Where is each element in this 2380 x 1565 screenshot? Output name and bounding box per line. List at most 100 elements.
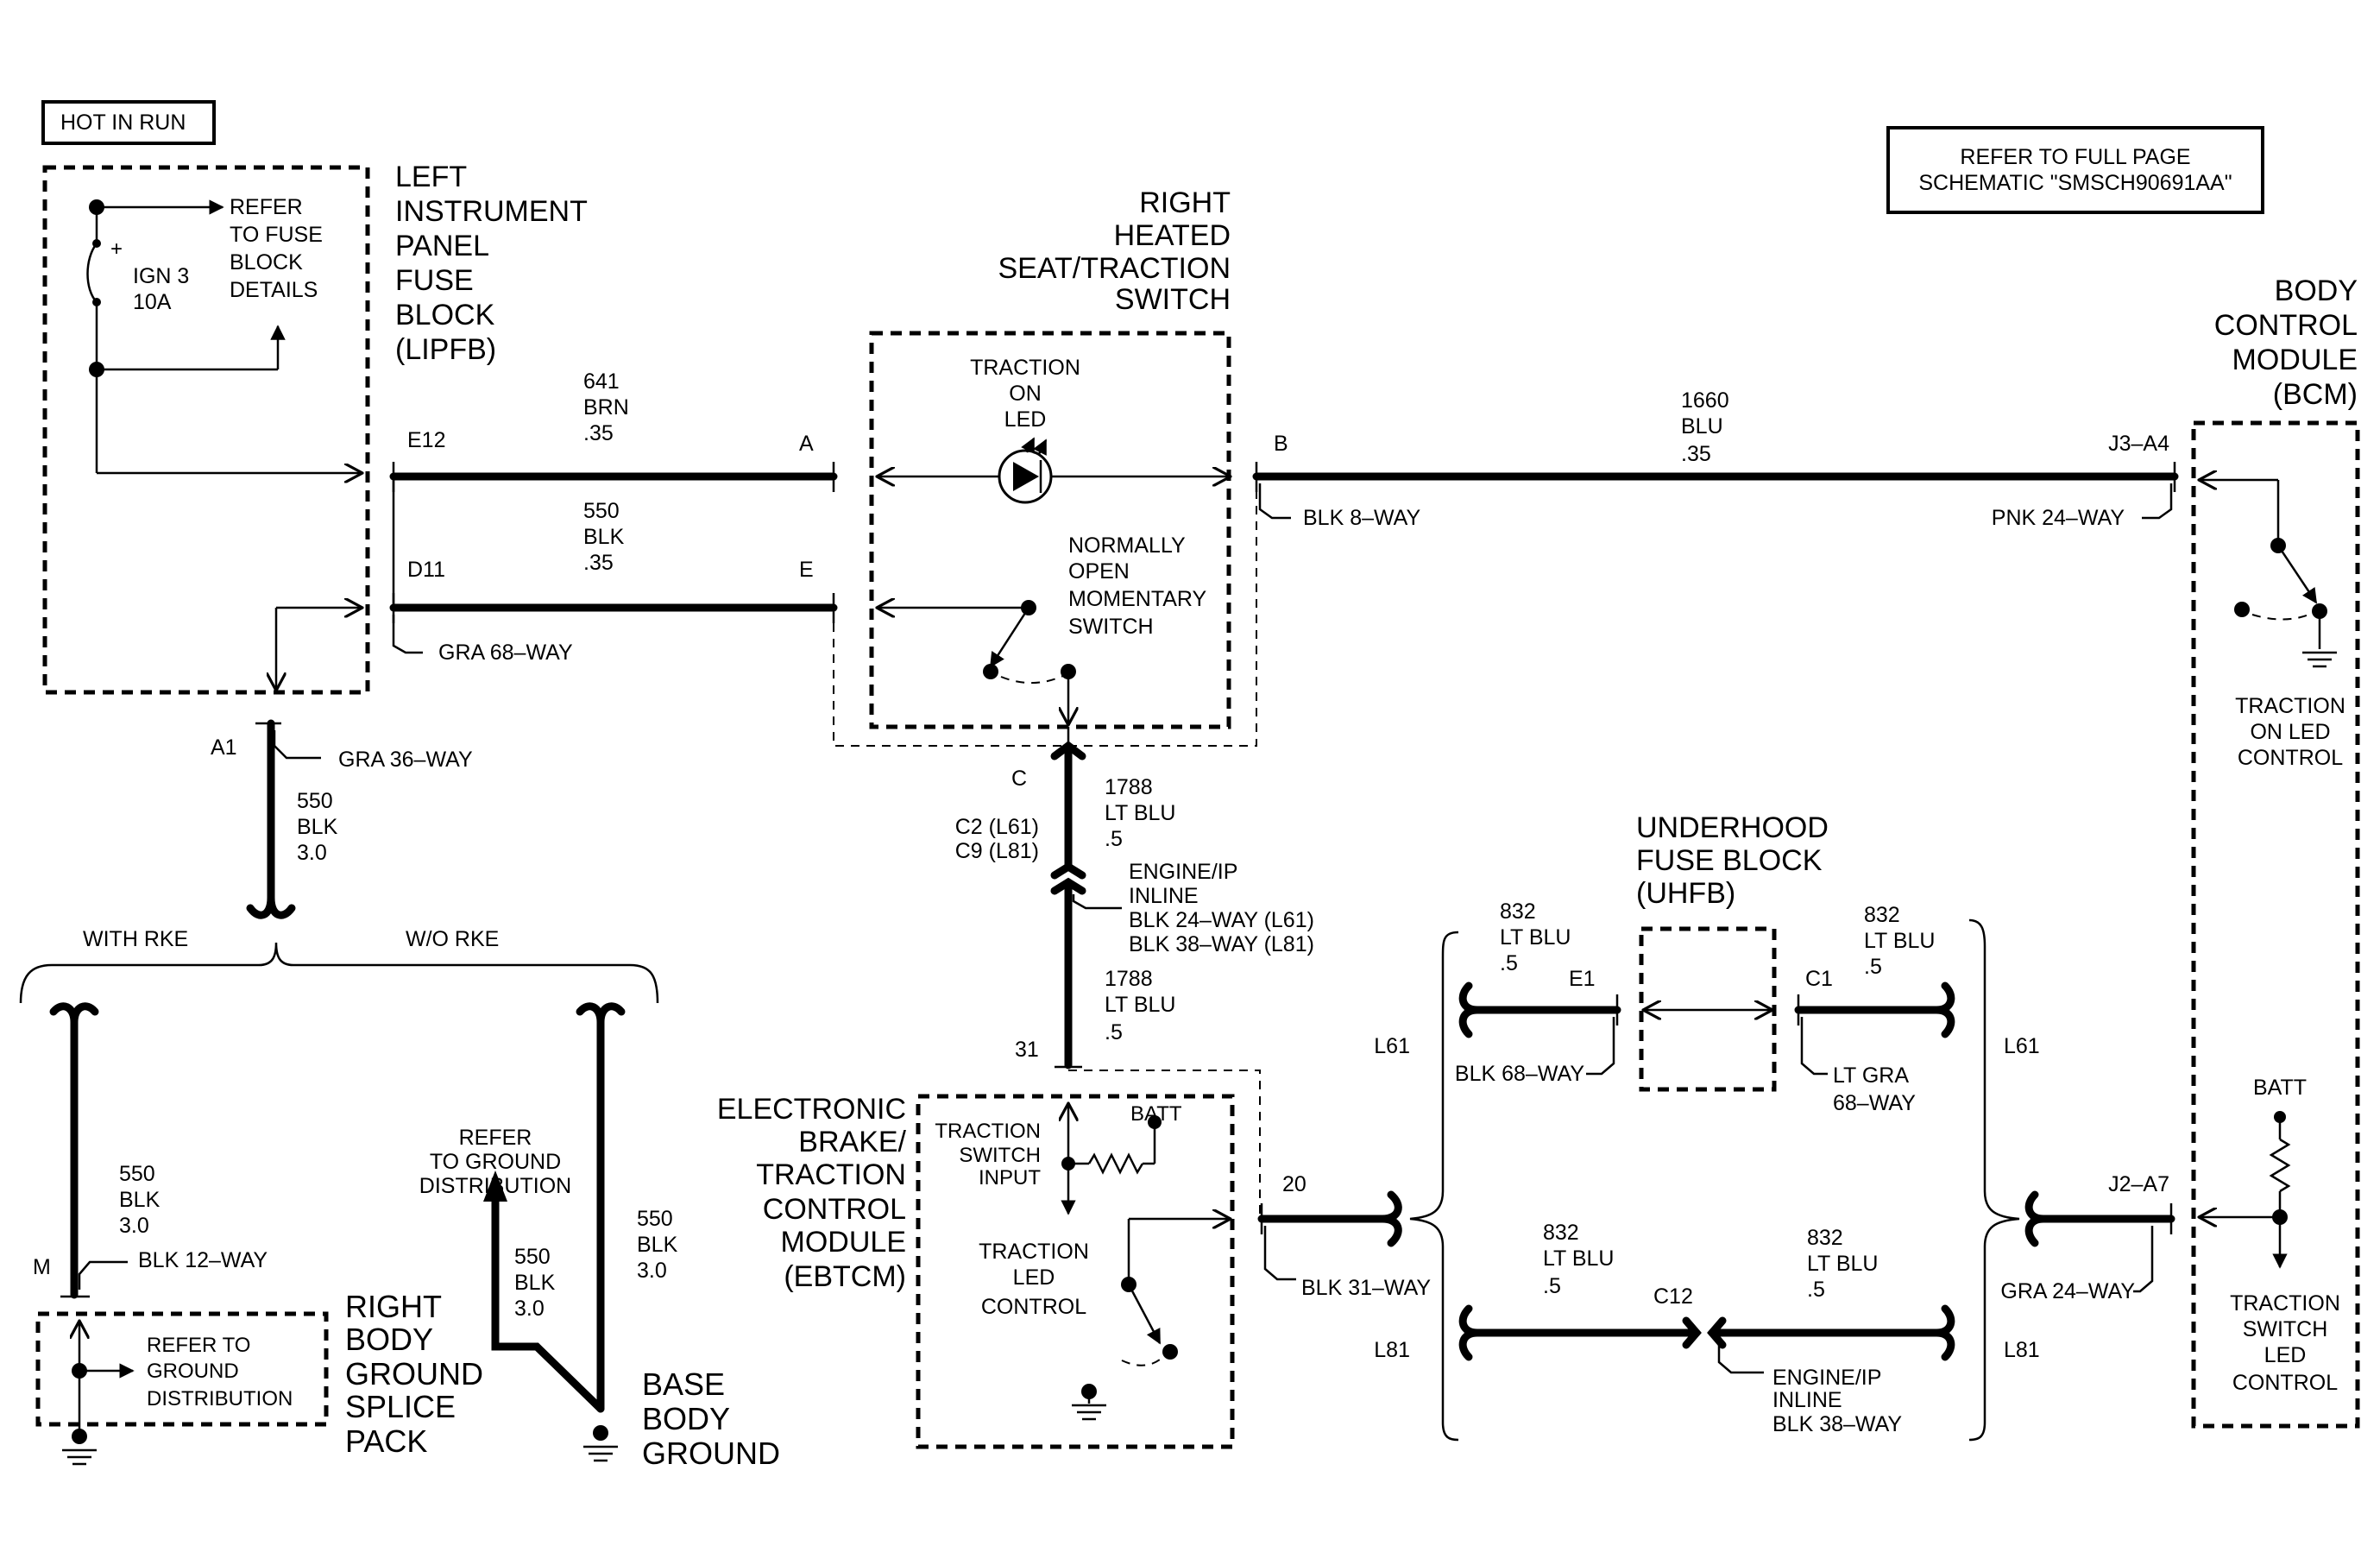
refer-full-page-line1: REFER TO FULL PAGE — [1960, 145, 2190, 169]
ebtcm-ground-icon — [1072, 1404, 1106, 1421]
w550-m-color: BLK — [119, 1188, 161, 1212]
lipfb-refer-4: DETAILS — [230, 278, 318, 302]
wire-ebtcm-20: 20 BLK 31–WAY — [1257, 1172, 1431, 1300]
wire-641: E12 A 641 BRN .35 — [389, 369, 838, 492]
fuse-plus: + — [110, 237, 123, 261]
w1660-num: 1660 — [1681, 388, 1729, 413]
w832a-size: .5 — [1500, 951, 1518, 975]
refer-gd2-2: TO GROUND — [430, 1150, 561, 1174]
ebtcm-led-ctrl-2: LED — [1013, 1265, 1055, 1290]
base-title-3: GROUND — [642, 1436, 780, 1471]
ebtcm-conn: BLK 31–WAY — [1301, 1276, 1431, 1300]
base-ground-icon — [583, 1445, 618, 1462]
ebtcm-title-5: MODULE — [781, 1226, 906, 1259]
w1660-color: BLU — [1681, 414, 1723, 439]
w832d-color: LT BLU — [1807, 1252, 1878, 1276]
lipfb-refer-3: BLOCK — [230, 250, 303, 275]
bcm-pin-j3: J3–A4 — [2108, 432, 2169, 456]
ebtcm-led-ctrl-3: CONTROL — [981, 1295, 1086, 1319]
bcm-title-2: CONTROL — [2214, 309, 2358, 342]
splice-title-5: PACK — [345, 1423, 427, 1459]
bcm-led-ctrl-2: ON LED — [2250, 720, 2330, 744]
w832b-size: .5 — [1864, 955, 1882, 979]
ebtcm-title-1: ELECTRONIC — [717, 1093, 906, 1126]
uhfb-title-2: FUSE BLOCK — [1636, 844, 1823, 877]
w1788a-num: 1788 — [1105, 775, 1153, 799]
bcm-sw-ctrl-1: TRACTION — [2230, 1291, 2340, 1316]
bcm-led-ctrl-1: TRACTION — [2235, 694, 2345, 718]
momentary-switch-icon — [989, 607, 1030, 668]
pin-m: M — [33, 1255, 51, 1279]
inline-label-4: BLK 38–WAY (L81) — [1129, 932, 1314, 956]
conn-m: BLK 12–WAY — [138, 1248, 268, 1272]
switch-label-2: OPEN — [1068, 559, 1130, 584]
bcm-conn-j3: PNK 24–WAY — [1992, 506, 2125, 530]
base-title-1: BASE — [642, 1366, 725, 1402]
c12-label-2: INLINE — [1772, 1388, 1842, 1412]
ebtcm-module: ELECTRONIC BRAKE/ TRACTION CONTROL MODUL… — [717, 1070, 1261, 1449]
led-label-3: LED — [1004, 407, 1047, 432]
conn-c1-1: LT GRA — [1833, 1063, 1909, 1088]
bcm-ground-icon — [2302, 651, 2337, 668]
seat-switch-title-4: SWITCH — [1115, 283, 1231, 316]
left-option-brace — [1409, 931, 1459, 1442]
ebtcm-sw-input-1: TRACTION — [935, 1120, 1041, 1143]
pin-a: A — [799, 432, 814, 456]
pin-20: 20 — [1282, 1172, 1306, 1196]
wire-1788: C 1788 LT BLU .5 C2 (L61) C9 (L81) ENGIN… — [955, 727, 1314, 1070]
lipfb-title-2: INSTRUMENT — [395, 195, 588, 228]
wo-rke: W/O RKE — [406, 927, 499, 951]
uhfb-title-3: (UHFB) — [1636, 877, 1735, 910]
ebtcm-sw-input-2: SWITCH — [959, 1144, 1041, 1167]
inline-c2: C2 (L61) — [955, 815, 1039, 839]
w832c-color: LT BLU — [1543, 1246, 1614, 1271]
base-title-2: BODY — [642, 1401, 730, 1436]
w550-30-color: BLK — [297, 815, 338, 839]
bcm-pin-j2: J2–A7 — [2108, 1172, 2169, 1196]
pin-d11: D11 — [407, 558, 445, 582]
bcm-title-3: MODULE — [2232, 344, 2358, 376]
inline-c9: C9 (L81) — [955, 839, 1039, 863]
pin-e12: E12 — [407, 428, 445, 452]
lipfb-block: + IGN 3 10A REFER TO FUSE BLOCK DETAILS … — [42, 161, 588, 695]
c12-label-1: ENGINE/IP — [1772, 1366, 1881, 1390]
lipfb-refer-1: REFER — [230, 195, 303, 219]
w550-color: BLK — [583, 525, 625, 549]
w550-m-num: 550 — [119, 1162, 155, 1186]
w832a-num: 832 — [1500, 899, 1536, 924]
hot-in-run-label: HOT IN RUN — [60, 110, 186, 135]
ebtcm-title-4: CONTROL — [763, 1193, 906, 1226]
w832a-color: LT BLU — [1500, 925, 1571, 950]
seat-switch-conn: BLK 8–WAY — [1303, 506, 1420, 530]
w550-base-num: 550 — [514, 1245, 551, 1269]
lipfb-title-3: PANEL — [395, 230, 489, 262]
seat-traction-switch: RIGHT HEATED SEAT/TRACTION SWITCH TRACTI… — [833, 186, 1257, 747]
c12-label-3: BLK 38–WAY — [1772, 1412, 1902, 1436]
switch-label-4: SWITCH — [1068, 615, 1154, 639]
pin-a1: A1 — [211, 735, 237, 760]
w641-num: 641 — [583, 369, 620, 394]
splice-title-1: RIGHT — [345, 1289, 442, 1324]
w550-30-size: 3.0 — [297, 841, 327, 865]
w832d-size: .5 — [1807, 1278, 1825, 1302]
refer-full-page-line2: SCHEMATIC "SMSCH90691AA" — [1918, 171, 2232, 195]
w832c-num: 832 — [1543, 1221, 1579, 1245]
fuse-icon — [86, 243, 98, 303]
ebtcm-led-ctrl-1: TRACTION — [979, 1240, 1089, 1264]
conn-c1-2: 68–WAY — [1833, 1091, 1916, 1115]
pin-c12: C12 — [1653, 1284, 1693, 1309]
with-rke: WITH RKE — [83, 927, 188, 951]
switch-label-1: NORMALLY — [1068, 533, 1186, 558]
conn-e1: BLK 68–WAY — [1455, 1062, 1584, 1086]
w550-wo-color: BLK — [637, 1233, 678, 1257]
ebtcm-batt: BATT — [1130, 1102, 1182, 1126]
bcm-title-1: BODY — [2275, 275, 2358, 307]
bcm-conn-j2: GRA 24–WAY — [2000, 1279, 2135, 1303]
led-label-1: TRACTION — [970, 356, 1080, 380]
bcm-module: BODY CONTROL MODULE (BCM) TRACTION ON LE… — [2191, 275, 2360, 1429]
splice-title-3: GROUND — [345, 1356, 483, 1391]
w1788a-size: .5 — [1105, 827, 1123, 851]
wire-550: GRA 68–WAY D11 E 550 BLK .35 — [389, 476, 838, 665]
bcm-title-4: (BCM) — [2273, 378, 2358, 411]
